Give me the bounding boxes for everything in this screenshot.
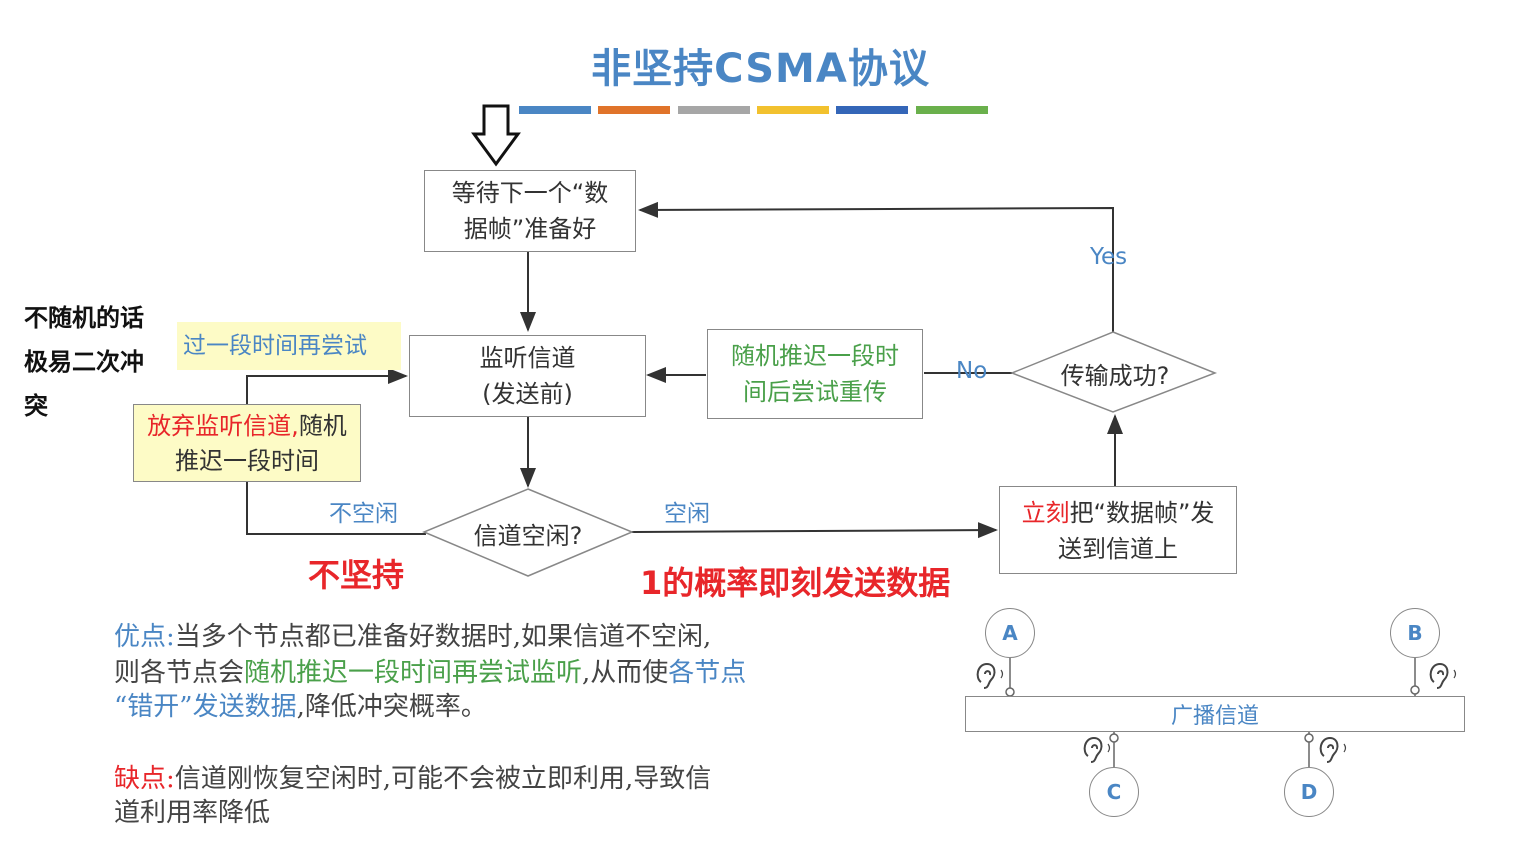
title-color-bar-6 [916,106,988,114]
node-a: A [985,608,1035,658]
abandon-red-text: 放弃监听信道, [147,412,299,440]
pros-line-2: 则各节点会随机推迟一段时间再尝试监听,从而使各节点 [114,658,747,688]
bus-label: 广播信道 [1170,704,1259,729]
cons-line-1: 缺点:信道刚恢复空闲时,可能不会被立即利用,导致信 [114,764,712,794]
title-color-bar-4 [757,106,829,114]
success-diamond-shape [1009,331,1218,413]
busy-label: 不空闲 [329,501,398,527]
pros-highlight-blue-1: 各节点 [668,658,747,688]
non-persistent-annotation: 不坚持 [308,556,405,594]
send-immediate-text: 立刻 [1021,499,1070,527]
listen-line-1: 监听信道 [479,344,576,372]
listen-line-2: (发送前) [482,380,573,408]
title-color-bar-5 [836,106,908,114]
cons-label: 缺点: [114,764,175,794]
success-diamond-label: 传输成功? [1060,362,1170,390]
wait-frame-text: 等待下一个“数据帧”准备好 [451,179,609,243]
title-color-bar-1 [519,106,591,114]
channel-diamond-label: 信道空闲? [473,522,583,550]
pros-line-3: “错开”发送数据,降低冲突概率。 [114,692,487,722]
node-d: D [1284,767,1334,817]
broadcast-channel-bus: 广播信道 [965,696,1465,732]
idle-label: 空闲 [664,501,710,527]
no-label: No [956,358,988,384]
yes-label: Yes [1090,244,1128,270]
send-frame-box: 立刻把“数据帧”发送到信道上 [999,486,1237,574]
node-b: B [1390,608,1440,658]
retry-later-label: 过一段时间再尝试 [177,322,401,370]
listen-channel-box: 监听信道 (发送前) [409,335,646,417]
send-frame-text: 把“数据帧”发送到信道上 [1058,499,1215,563]
backoff-retry-text: 随机推迟一段时间后尝试重传 [731,342,899,406]
channel-diamond-shape [422,488,634,577]
pros-highlight-blue-2: “错开”发送数据 [114,692,297,722]
start-arrow-icon [471,104,521,167]
pros-label: 优点: [114,622,175,652]
abandon-rest-text: 随机推迟一段时间 [175,412,347,475]
backoff-retry-box: 随机推迟一段时间后尝试重传 [707,329,923,419]
page-title: 非坚持CSMA协议 [591,46,930,92]
cons-line-2: 道利用率降低 [114,798,271,828]
pros-line-1: 优点:当多个节点都已准备好数据时,如果信道不空闲, [114,622,712,652]
pros-highlight-green: 随机推迟一段时间再尝试监听 [244,658,583,688]
title-color-bar-2 [598,106,670,114]
title-color-bar-3 [678,106,750,114]
wait-frame-box: 等待下一个“数据帧”准备好 [424,170,636,252]
abandon-listen-box: 放弃监听信道,随机推迟一段时间 [133,404,361,482]
probability-one-annotation: 1的概率即刻发送数据 [640,564,951,602]
node-c: C [1089,767,1139,817]
side-note: 不随机的话极易二次冲突 [24,304,144,420]
